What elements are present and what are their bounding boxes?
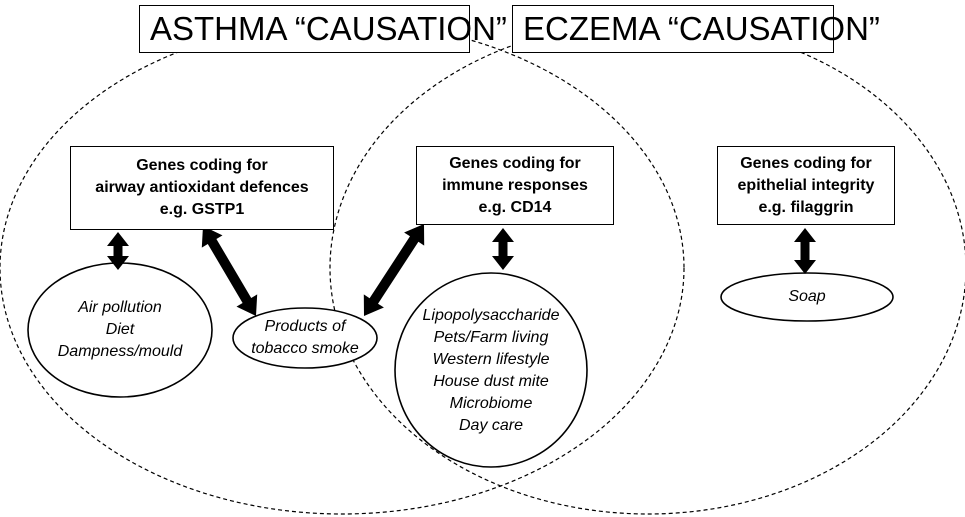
immune-exposures-ellipse: [394, 272, 588, 468]
exposure-item: Air pollution: [78, 299, 162, 316]
arrow-epithelial-soap: [794, 228, 816, 274]
exposure-item: Western lifestyle: [432, 351, 550, 368]
gene-box-line: e.g. GSTP1: [159, 201, 245, 218]
antioxidant-genes-box: Genes coding for airway antioxidant defe…: [70, 146, 334, 230]
gene-box-line: epithelial integrity: [737, 176, 875, 194]
gene-box-line: Genes coding for: [740, 154, 872, 172]
exposure-item: Soap: [788, 288, 826, 305]
exposure-item: tobacco smoke: [251, 340, 359, 357]
gene-box-line: airway antioxidant defences: [95, 179, 309, 196]
soap-exposure: Soap: [721, 285, 893, 309]
exposure-item: Pets/Farm living: [433, 329, 549, 346]
arrow-immune-exposures: [492, 228, 514, 270]
arrows: [107, 224, 816, 316]
asthma-title: ASTHMA “CAUSATION”: [139, 5, 507, 53]
air-pollution-exposures: Air pollution Diet Dampness/mould: [30, 290, 210, 370]
exposure-item: House dust mite: [433, 373, 549, 390]
gene-box-line: e.g. CD14: [478, 198, 552, 216]
exposure-item: Dampness/mould: [57, 343, 183, 360]
arrow-antioxidant-air: [107, 232, 129, 270]
gene-box-line: e.g. filaggrin: [758, 198, 854, 216]
gene-box-line: Genes coding for: [136, 157, 268, 174]
gene-box-line: immune responses: [442, 176, 588, 194]
exposure-item: Lipopolysaccharide: [422, 307, 560, 324]
immune-genes-box: Genes coding for immune responses e.g. C…: [416, 146, 614, 225]
exposure-item: Products of: [264, 318, 346, 335]
eczema-title: ECZEMA “CAUSATION”: [512, 5, 880, 53]
tobacco-smoke-ellipse: [232, 307, 378, 369]
exposure-item: Diet: [105, 321, 135, 338]
epithelial-genes-box: Genes coding for epithelial integrity e.…: [717, 146, 895, 225]
arrow-tobacco-immune: [363, 224, 425, 316]
immune-exposures-list: Lipopolysaccharide Pets/Farm living West…: [400, 296, 582, 446]
soap-ellipse: [720, 272, 894, 322]
exposure-item: Microbiome: [449, 395, 533, 412]
arrow-antioxidant-tobacco: [201, 226, 258, 316]
gene-box-line: Genes coding for: [449, 154, 581, 172]
exposure-item: Day care: [458, 417, 524, 434]
tobacco-smoke-exposures: Products of tobacco smoke: [233, 314, 377, 362]
